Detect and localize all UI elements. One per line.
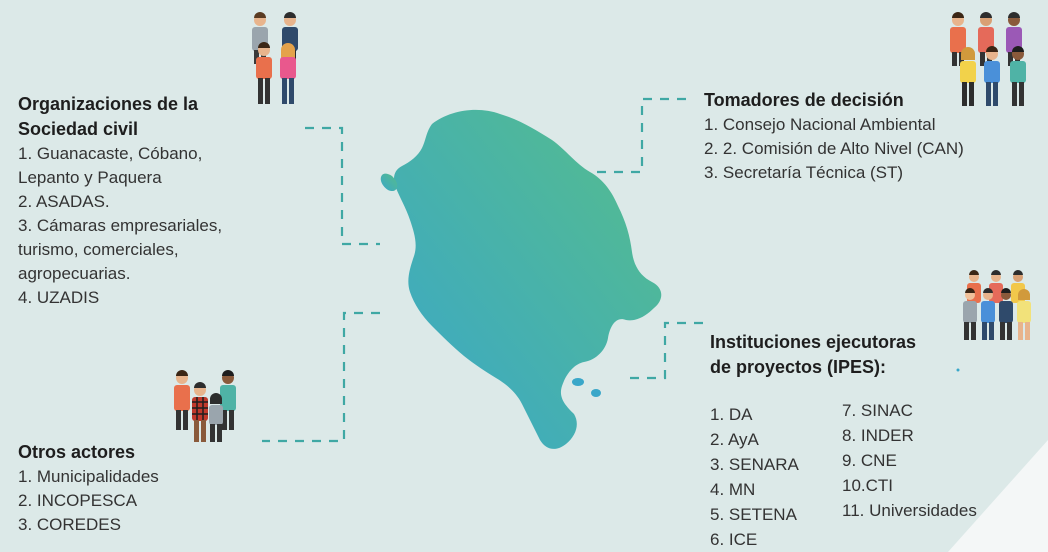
ipes-item: 7. SINAC — [842, 401, 913, 420]
sociedad-civil-line: Lepanto y Paquera — [18, 168, 162, 187]
ipes-item: 11. Universidades — [842, 501, 977, 520]
tomadores-item: 3. Secretaría Técnica (ST) — [704, 163, 904, 182]
ipes-item: 1. DA — [710, 405, 753, 424]
corner-accent — [948, 440, 1048, 552]
ipes-list-col1: 1. DA 2. AyA 3. SENARA 4. MN 5. SETENA 6… — [710, 402, 820, 552]
ipes-heading-line1: Instituciones ejecutoras — [710, 332, 917, 352]
otros-heading: Otros actores — [18, 442, 136, 462]
connector-ipes — [622, 321, 703, 380]
otros-item: 2. INCOPESCA — [18, 491, 138, 510]
sociedad-civil-line: 3. Cámaras empresariales, — [18, 216, 223, 235]
sociedad-civil-line: 2. ASADAS. — [18, 192, 110, 211]
ipes-heading-line2: de proyectos (IPES): — [710, 357, 887, 377]
connector-tomadores — [590, 97, 686, 174]
tomadores-item: 1. Consejo Nacional Ambiental — [704, 115, 936, 134]
ipes-item: 10.CTI — [842, 476, 894, 495]
ipes-list-col2: 7. SINAC 8. INDER 9. CNE 10.CTI 11. Univ… — [842, 398, 1042, 523]
sociedad-civil-heading-line1: Organizaciones de la — [18, 94, 199, 114]
connector-sociedad-civil — [305, 126, 380, 246]
tomadores-item: 2. 2. Comisión de Alto Nivel (CAN) — [704, 139, 964, 158]
ipes-item: 8. INDER — [842, 426, 914, 445]
tomadores-block: Tomadores de decisión 1. Consejo Naciona… — [704, 88, 1048, 185]
ipes-item: 3. SENARA — [710, 455, 799, 474]
people-group-icon-ipes — [963, 270, 1031, 340]
connector-otros — [262, 311, 380, 443]
sociedad-civil-line: 1. Guanacaste, Cóbano, — [18, 144, 203, 163]
sociedad-civil-line: agropecuarias. — [18, 264, 131, 283]
people-group-icon-tomadores — [950, 12, 1026, 106]
sociedad-civil-line: turismo, comerciales, — [18, 240, 179, 259]
people-group-icon-sociedad-civil — [252, 12, 298, 104]
ipes-item: 5. SETENA — [710, 505, 797, 524]
ipes-item: 4. MN — [710, 480, 756, 499]
otros-item: 3. COREDES — [18, 515, 121, 534]
ipes-item: 9. CNE — [842, 451, 897, 470]
sociedad-civil-heading-line2: Sociedad civil — [18, 119, 139, 139]
ipes-block: Instituciones ejecutoras de proyectos (I… — [710, 330, 970, 380]
otros-block: Otros actores 1. Municipalidades 2. INCO… — [18, 440, 258, 537]
ipes-item: 2. AyA — [710, 430, 759, 449]
peninsula-map — [380, 109, 960, 449]
otros-item: 1. Municipalidades — [18, 467, 159, 486]
people-group-icon-otros — [174, 370, 236, 442]
ipes-item: 6. ICE — [710, 530, 758, 549]
tomadores-heading: Tomadores de decisión — [704, 90, 904, 110]
sociedad-civil-line: 4. UZADIS — [18, 288, 100, 307]
sociedad-civil-block: Organizaciones de la Sociedad civil 1. G… — [18, 92, 318, 310]
